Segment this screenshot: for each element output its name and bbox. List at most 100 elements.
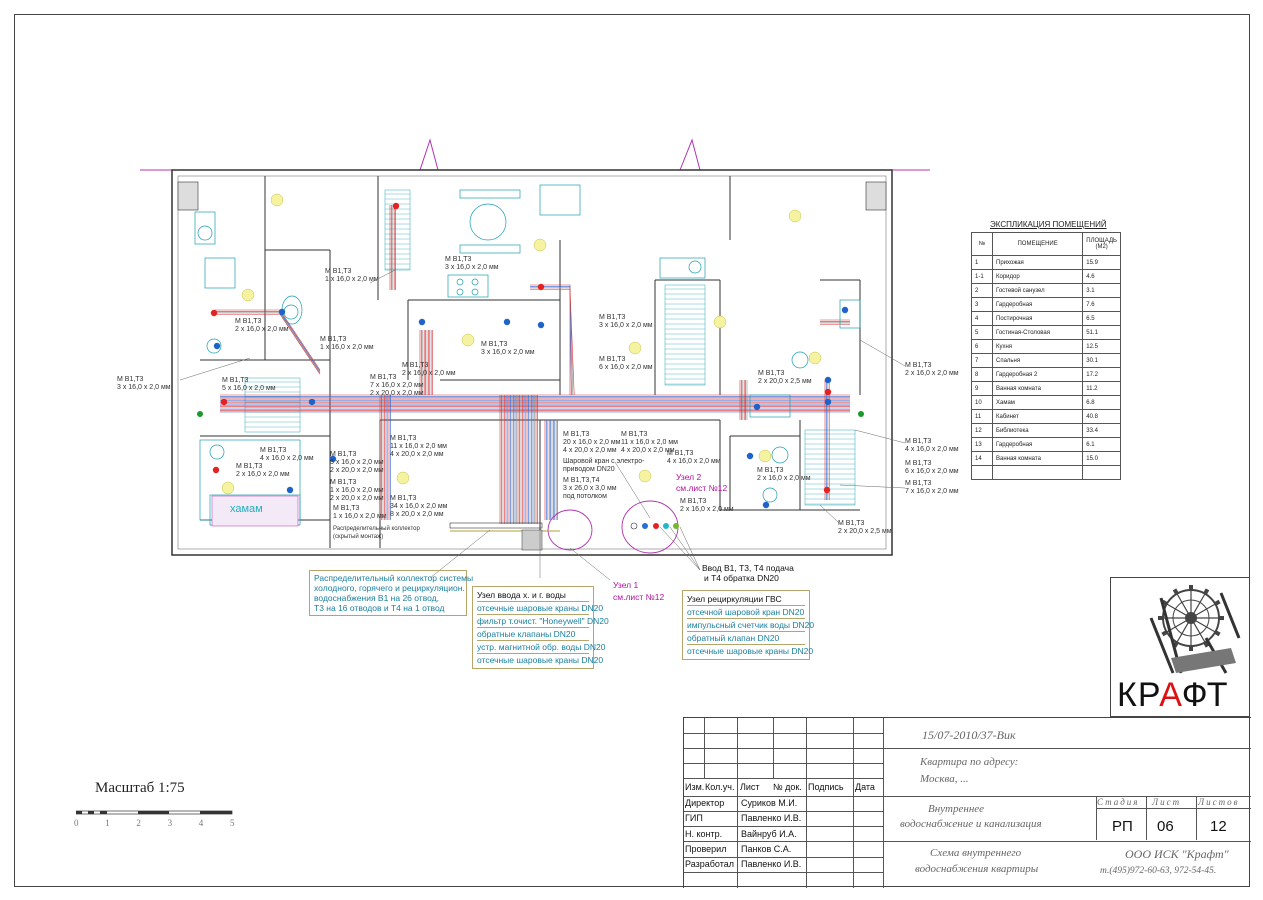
callout-line: импульсный счетчик воды DN20 (687, 620, 815, 632)
table-cell: Гостиная-Столовая (991, 325, 1084, 340)
address-line-1: Квартира по адресу: (920, 756, 1019, 768)
table-cell: Гардеробная (991, 297, 1084, 312)
callout-line: обратные клапаны DN20 (477, 628, 589, 641)
scale-label: Масштаб 1:75 (95, 780, 185, 796)
logo-text: КРАФТ (1117, 676, 1229, 714)
table-cell: 6.8 (1082, 395, 1121, 410)
collector-label: Распределительный коллектор(скрытый монт… (333, 526, 420, 540)
room-marker (808, 351, 822, 365)
title-block (683, 717, 1251, 888)
room-marker (533, 238, 547, 252)
table-cell: 15.9 (1082, 255, 1121, 270)
table-cell: 11.2 (1082, 381, 1121, 396)
consumer-point (210, 309, 218, 317)
title-block-header: Кол.уч. (705, 782, 735, 792)
table-cell: Ванная комната (991, 381, 1084, 396)
consumer-point (824, 388, 832, 396)
consumer-point (503, 318, 511, 326)
table-cell: 6.5 (1082, 311, 1121, 326)
room-marker (758, 449, 772, 463)
consumer-point (220, 398, 228, 406)
consumer-point (308, 398, 316, 406)
scale-tick: 2 (136, 818, 141, 828)
consumer-point (841, 306, 849, 314)
signer-name: Панков С.А. (741, 843, 792, 854)
table-cell: Спальня (991, 353, 1084, 368)
signer-role: Проверил (685, 843, 727, 854)
table-cell: Кухня (991, 339, 1084, 354)
table-cell: 1 (971, 255, 993, 270)
inlet-label: Ввод В1, Т3, Т4 подача и Т4 обратка DN20 (702, 563, 794, 583)
scale-tick: 3 (167, 818, 173, 828)
node-1-ref: см.лист №12 (613, 592, 665, 602)
drawing-frame (14, 14, 1250, 887)
pipe-run (530, 284, 571, 395)
table-cell: 9 (971, 381, 993, 396)
pipe-run (530, 288, 575, 396)
sheet-title-2: водоснабжения квартиры (915, 863, 1039, 875)
consumer-point (762, 501, 770, 509)
consumer-point (824, 376, 832, 384)
room-marker (270, 193, 284, 207)
column (865, 181, 887, 211)
signer-role: Разработал (685, 859, 734, 870)
pipe-run (530, 286, 572, 396)
signer-role: Н. контр. (685, 828, 723, 839)
signer-role: Директор (685, 798, 725, 808)
table-cell: Гардеробная 2 (991, 367, 1084, 382)
sheet-value: 06 (1157, 818, 1174, 835)
table-cell: 6.1 (1082, 437, 1121, 452)
facade-line (140, 138, 930, 171)
room-marker (713, 315, 727, 329)
address-line-2: Москва, ... (920, 773, 969, 785)
callout-line: отсечные шаровые краны DN20 (477, 603, 604, 615)
hamam-zone (211, 495, 299, 527)
node-2-circle (621, 500, 679, 554)
inlet-line-1: Ввод В1, Т3, Т4 подача (702, 563, 794, 573)
callout-line: Т3 на 16 отводов и Т4 на 1 отвод (314, 603, 445, 613)
valve-label: Шаровой кран с электро-приводом DN20 (563, 458, 645, 473)
scale-tick: 0 (74, 818, 79, 828)
section-line-1: Внутреннее (928, 803, 985, 815)
column (177, 181, 199, 211)
table-cell: 17.2 (1082, 367, 1121, 382)
table-cell: 5 (971, 325, 993, 340)
callout-line: отсечные шаровые краны DN20 (477, 655, 604, 665)
room-marker (221, 481, 235, 495)
table-cell: Библиотека (991, 423, 1084, 438)
table-cell: 51.1 (1082, 325, 1121, 340)
table-cell: Ванная комната (991, 451, 1084, 466)
collector-bar (449, 522, 543, 529)
sheets-header: Листов (1198, 797, 1240, 807)
leader-lines (179, 269, 906, 581)
stair-hatch (244, 189, 856, 506)
table-cell: 3 (971, 297, 993, 312)
room-marker (461, 333, 475, 347)
callout-title: Узел ввода х. и г. воды (477, 589, 589, 602)
table-cell: 15.0 (1082, 451, 1121, 466)
signer-name: Вайнруб И.А. (741, 828, 797, 839)
node-1-circle (547, 509, 593, 551)
consumer-point (278, 308, 286, 316)
table-cell: 8 (971, 367, 993, 382)
hamam-label: хамам (230, 503, 263, 515)
table-cell: Прихожая (991, 255, 1084, 270)
callout-title: Узел рециркуляции ГВС (687, 593, 805, 606)
callout-line: фильтр т.очист. "Honeywell" DN20 (477, 616, 609, 628)
consumer-point (329, 455, 337, 463)
